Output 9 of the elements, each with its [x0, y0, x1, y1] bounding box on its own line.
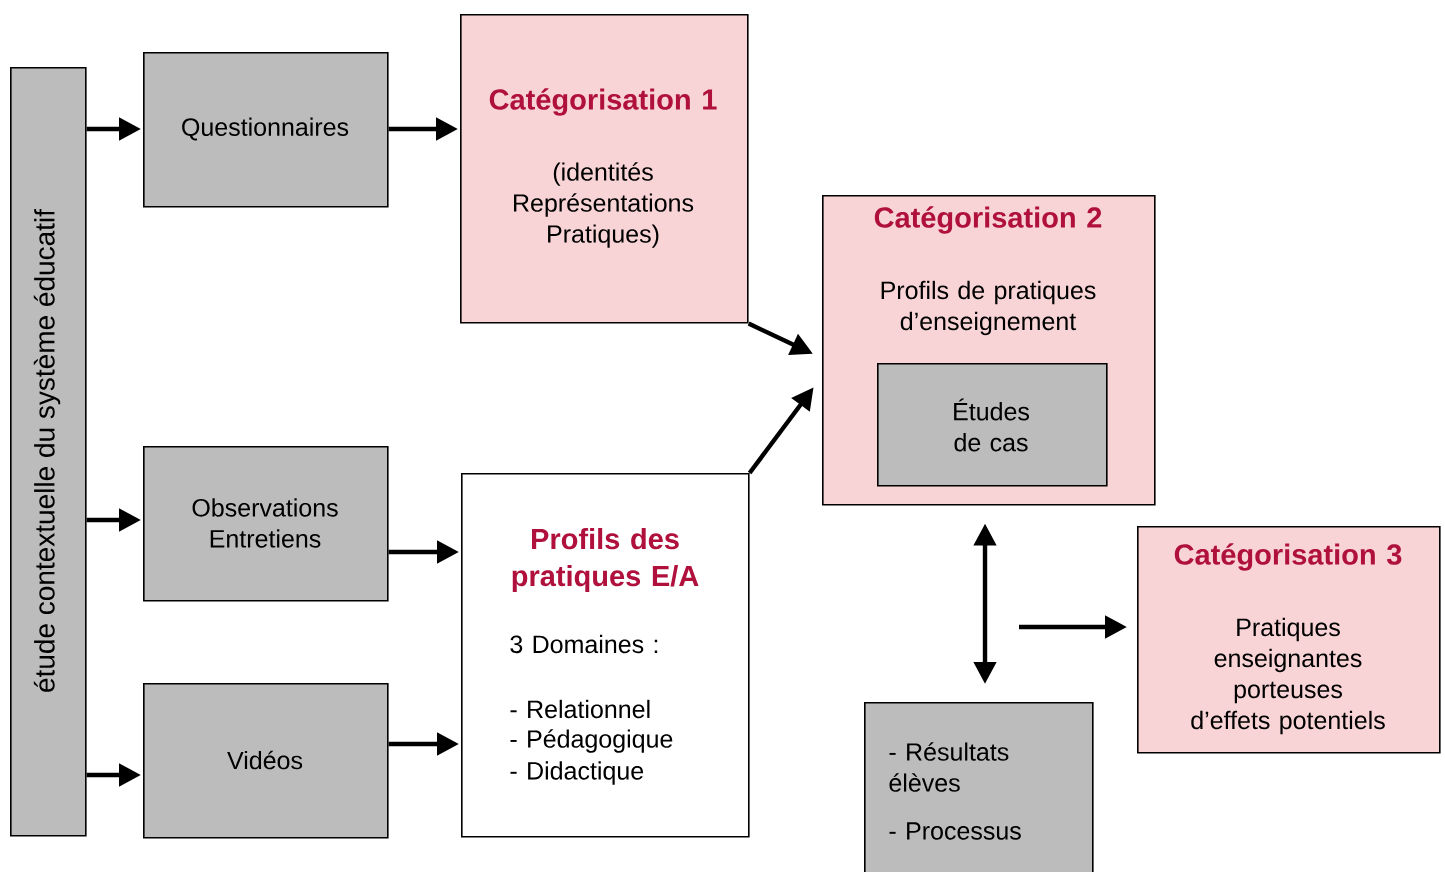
source-box: Questionnaires — [143, 52, 389, 208]
source-box: Vidéos — [143, 683, 389, 839]
vertical-bar: étude contextuelle du système éducatif — [10, 67, 87, 837]
results-box: - Résultats élèves - Processus — [864, 702, 1094, 872]
case-study-box: Études de cas — [877, 363, 1108, 487]
profile-box: Profils des pratiques E/A 3 Domaines : - Relationnel - Pédagogique - Didactique — [461, 473, 750, 838]
category-box: Catégorisation 3 Pratiques enseignantes porteuses d’effets potentiels — [1137, 526, 1441, 754]
source-box: Observations Entretiens — [143, 446, 389, 602]
category-box: Catégorisation 1 (identités Représentations Pratiques) — [460, 14, 749, 324]
